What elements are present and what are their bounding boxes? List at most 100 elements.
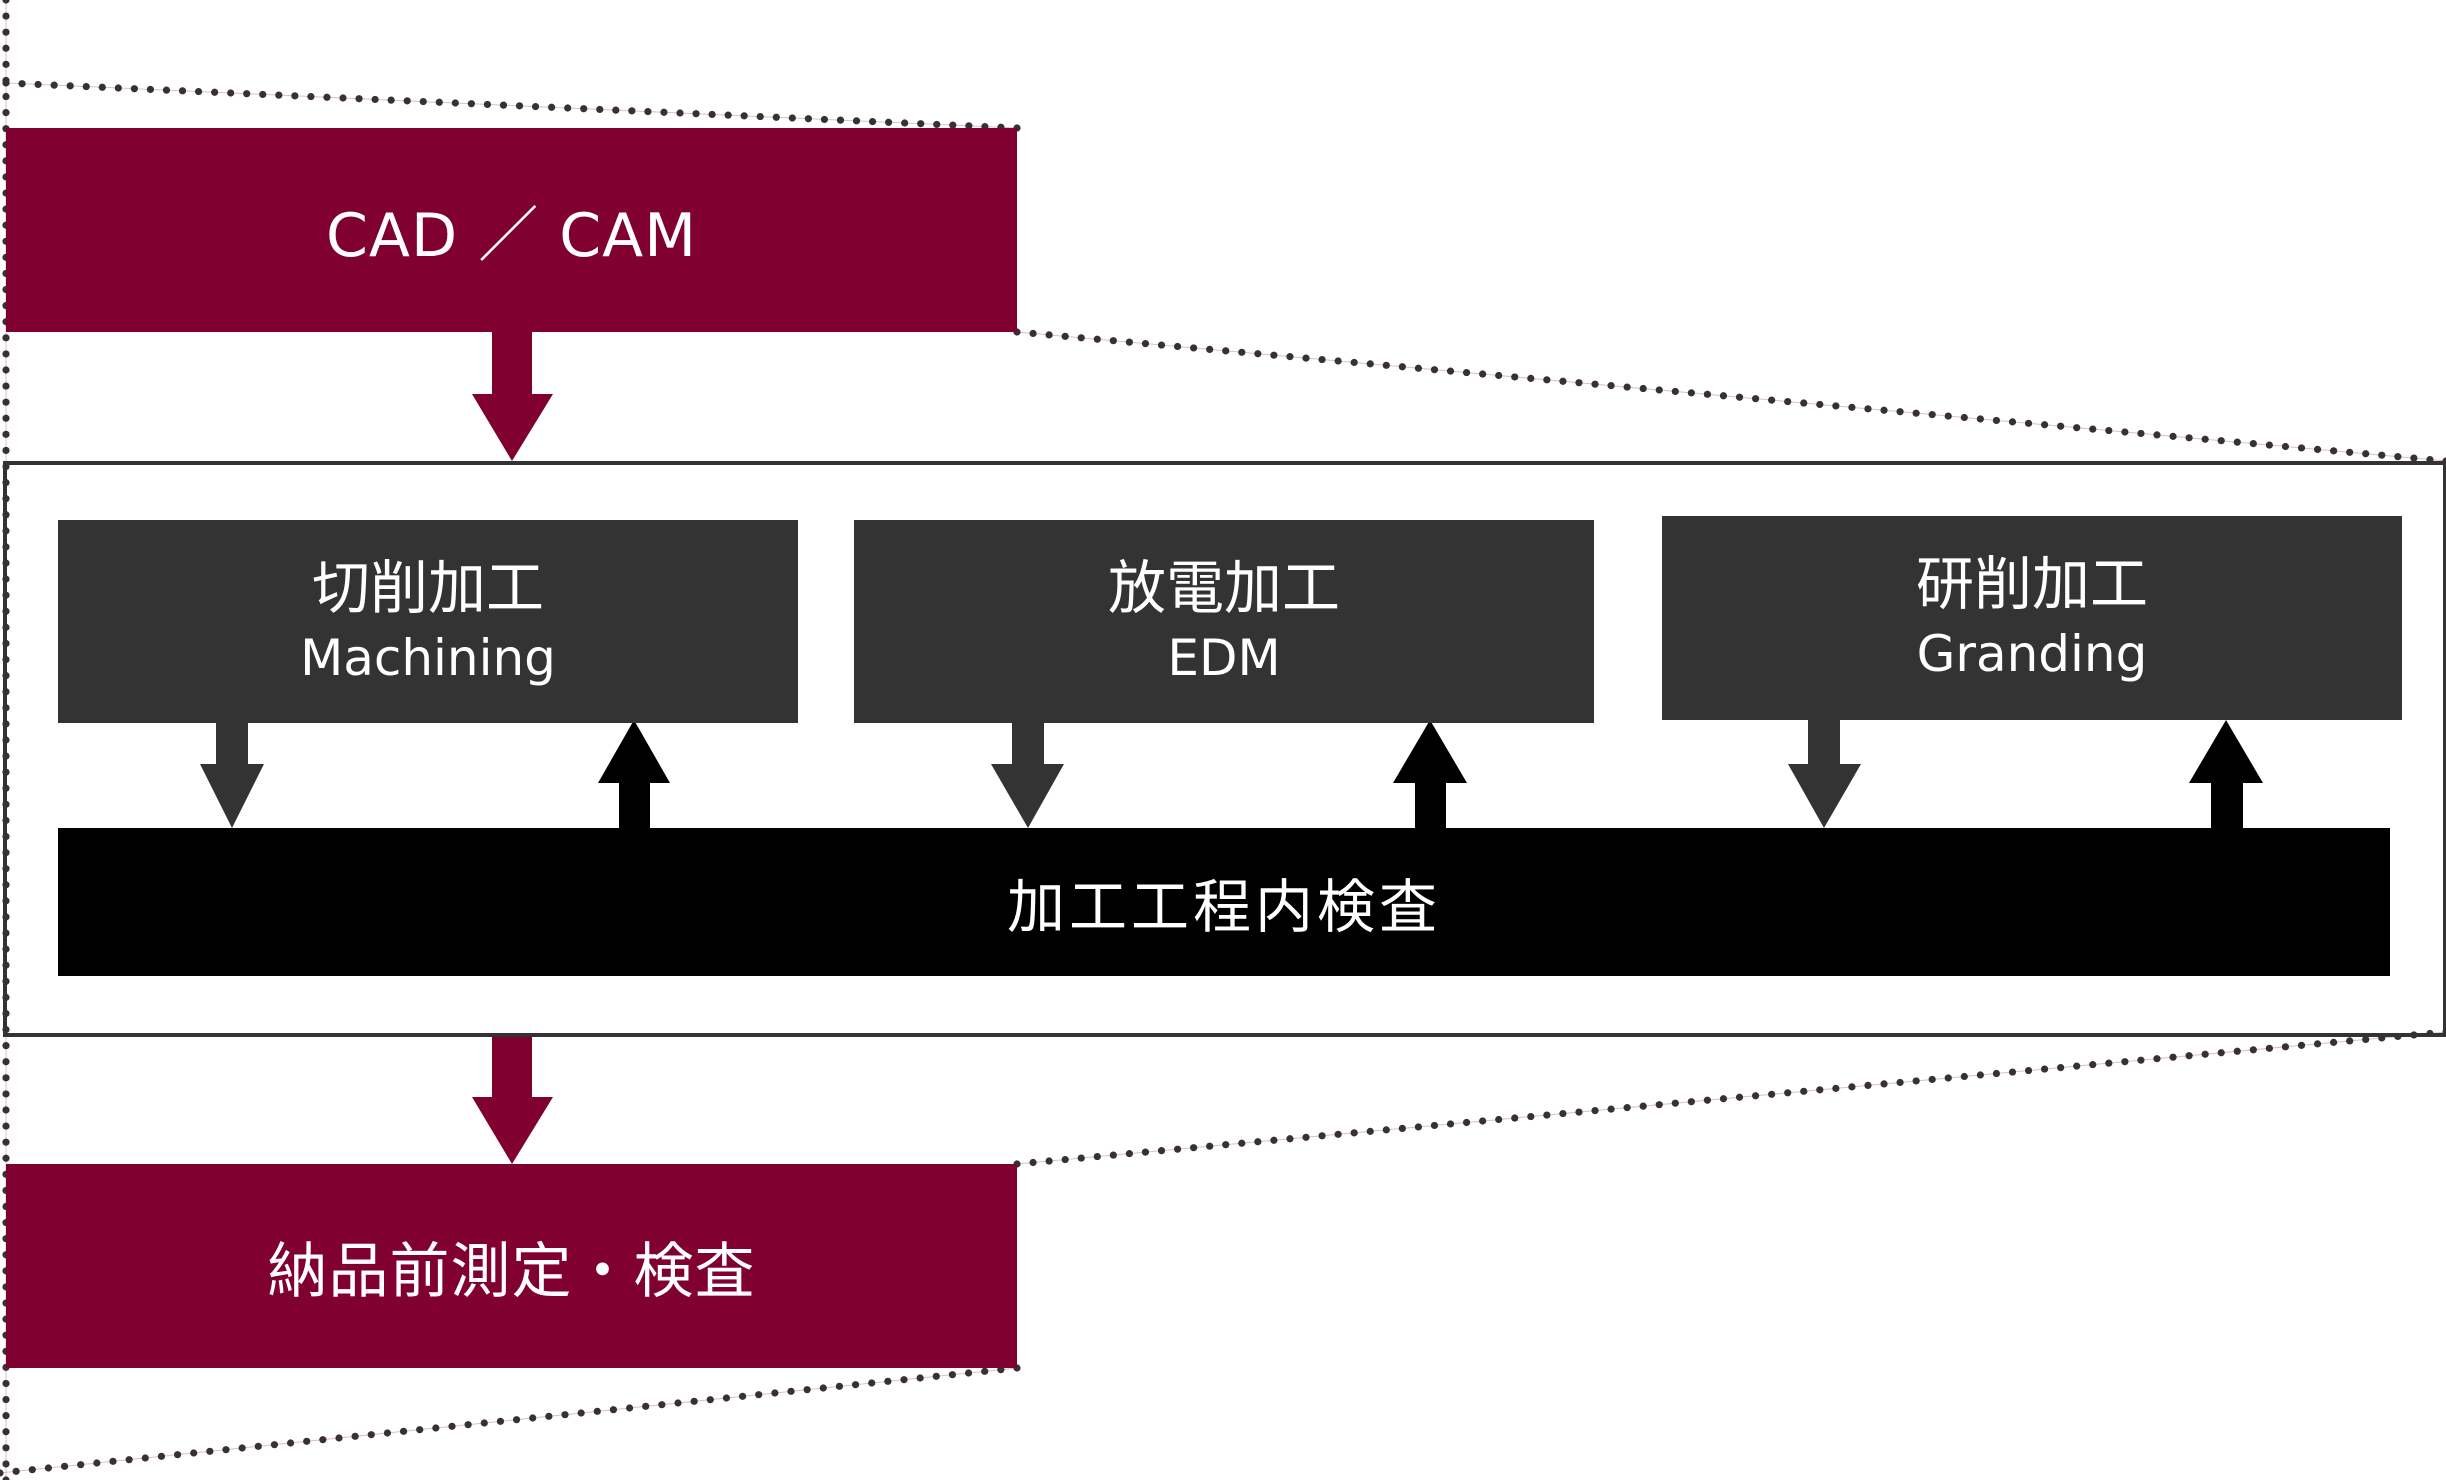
dot	[835, 1382, 844, 1390]
dot	[2, 1476, 10, 1480]
dotted-top-left	[2, 79, 1021, 132]
dot	[2330, 1038, 2338, 1046]
dot	[2, 12, 10, 20]
dot	[1302, 1133, 1310, 1141]
dot	[2249, 440, 2257, 448]
dotted-top-right	[1013, 328, 2446, 465]
dot	[722, 1394, 731, 1402]
dot	[467, 100, 475, 108]
dot	[1334, 357, 1342, 365]
dot	[1816, 400, 1824, 409]
process-frame	[3, 461, 2446, 1037]
dot	[1109, 1151, 1117, 1159]
dot	[2, 1138, 10, 1146]
dot	[531, 102, 540, 111]
dot	[93, 1459, 101, 1467]
dot	[1591, 380, 1599, 388]
dot	[1414, 1123, 1423, 1131]
in-process-inspection-bar: 加工工程内検査	[58, 828, 2390, 976]
dot	[286, 1439, 295, 1447]
dot	[1816, 1086, 1824, 1094]
dot	[1495, 371, 1503, 380]
dot	[416, 1426, 424, 1434]
dot	[628, 107, 636, 115]
dot	[2, 1428, 10, 1436]
dot	[2281, 1043, 2290, 1051]
dot	[323, 93, 331, 101]
dot	[1976, 1071, 1984, 1079]
dot	[2121, 428, 2129, 436]
final-inspection-label: 納品前測定・検査	[267, 1236, 756, 1307]
dot	[1350, 1129, 1358, 1137]
dot	[1045, 331, 1053, 339]
dot	[1848, 403, 1856, 411]
dot	[917, 120, 925, 128]
dot	[2169, 432, 2177, 440]
dot	[1623, 1104, 1631, 1112]
dot	[690, 1397, 698, 1405]
dot	[1286, 353, 1294, 361]
process-label-en: Granding	[1916, 625, 2148, 683]
dot	[1944, 412, 1952, 420]
dot	[2, 1379, 10, 1388]
dot	[28, 1466, 36, 1474]
dot	[660, 108, 668, 116]
process-label-en: Machining	[300, 628, 556, 687]
dot	[464, 1421, 472, 1429]
process-label-jp: 切削加工	[311, 553, 544, 622]
dot	[2, 1444, 10, 1452]
dot	[949, 121, 957, 129]
dot	[1206, 1142, 1214, 1150]
dot	[2265, 1044, 2273, 1052]
dot	[1751, 395, 1760, 403]
dot	[1784, 397, 1792, 406]
dot	[2201, 1050, 2209, 1058]
dot	[1655, 1101, 1663, 1109]
dot	[2362, 1035, 2370, 1044]
dot	[625, 1404, 634, 1412]
dot	[1928, 1075, 1936, 1084]
dot	[1190, 1144, 1198, 1152]
dot	[1270, 351, 1278, 359]
dot	[740, 112, 748, 120]
dot	[50, 81, 58, 89]
dot	[1430, 366, 1439, 374]
dot	[644, 107, 652, 116]
dot	[819, 1384, 827, 1392]
dot	[1655, 386, 1663, 394]
dot	[1639, 1102, 1647, 1110]
process-box-machining: 切削加工 Machining	[58, 520, 798, 723]
dot	[2, 1154, 10, 1162]
dot	[2, 1074, 10, 1082]
dot	[399, 1427, 408, 1435]
dot	[596, 105, 604, 114]
dot	[125, 1456, 133, 1464]
dot	[1157, 1147, 1166, 1155]
arrow-grinding-up	[2189, 720, 2263, 828]
dot	[1302, 354, 1310, 362]
dot	[2, 414, 10, 422]
dot	[1462, 368, 1471, 377]
dot	[965, 122, 973, 130]
dot	[1575, 1108, 1583, 1116]
dot	[964, 1369, 973, 1377]
dot	[419, 97, 427, 106]
dot	[1800, 1087, 1808, 1095]
dot	[1735, 1093, 1744, 1101]
dot	[483, 100, 492, 109]
dot	[771, 1389, 779, 1397]
dot	[561, 1411, 569, 1419]
dot	[1527, 374, 1535, 382]
dot	[708, 110, 716, 119]
dot	[676, 109, 684, 117]
dot	[2330, 447, 2338, 455]
dot	[1029, 1158, 1037, 1167]
dot	[756, 112, 764, 121]
dot	[1687, 1098, 1695, 1106]
dot	[916, 1374, 924, 1382]
dot	[755, 1391, 763, 1399]
arrow-process-to-final	[472, 1037, 553, 1164]
dot	[367, 1431, 375, 1439]
dot	[1944, 1074, 1952, 1082]
dot	[1350, 358, 1358, 367]
